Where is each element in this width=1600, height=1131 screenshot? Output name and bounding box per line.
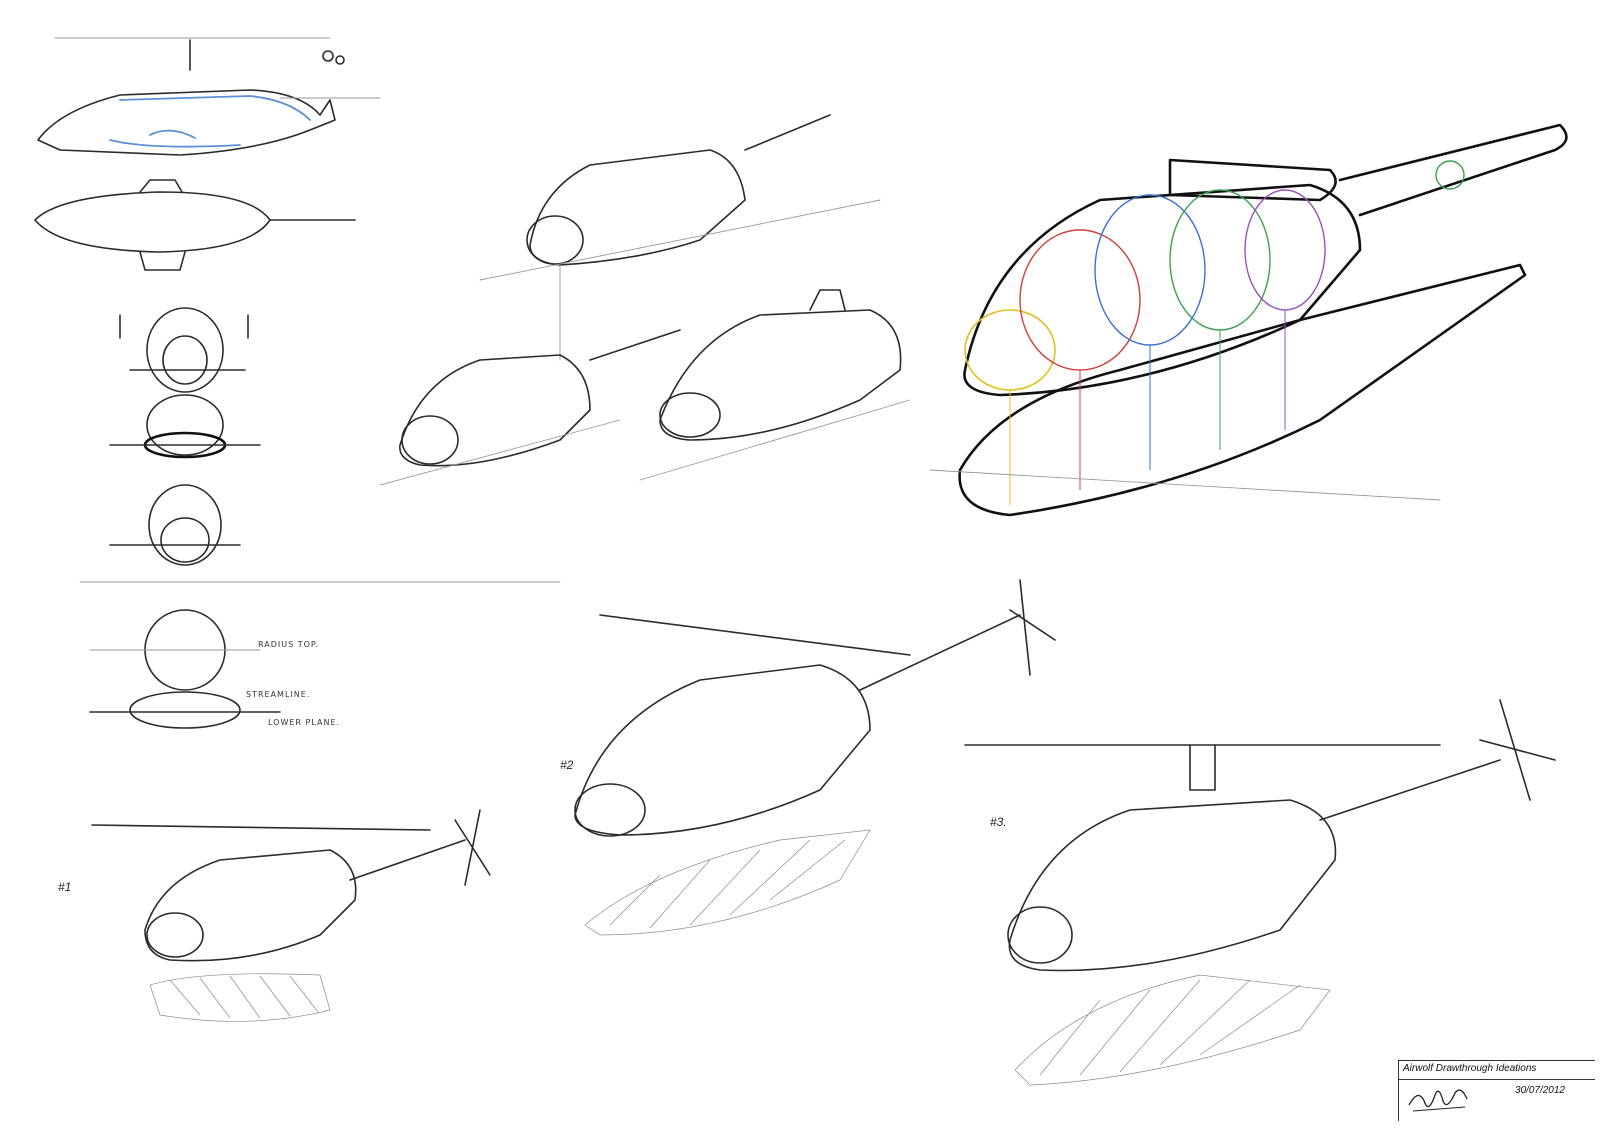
signature-mark [1408,1089,1468,1112]
concept-1-label: #1 [58,880,72,894]
title-block-title: Airwolf Drawthrough Ideations [1403,1063,1537,1074]
concept-2-drawing [574,579,1056,936]
perspective-study-left [379,329,681,486]
drawthrough-colored [929,123,1568,517]
title-block: Airwolf Drawthrough Ideations 30/07/2012 [1398,1060,1595,1121]
concept-2-label: #2 [560,758,574,772]
perspective-study-right [639,289,911,481]
top-view [34,179,356,271]
concept-1-drawing [91,809,491,1022]
side-view-colored [37,37,381,156]
front-views [79,307,561,729]
annotation-radius-top: RADIUS TOP. [258,640,320,649]
annotation-streamline: STREAMLINE. [246,690,311,699]
concept-3-label: #3. [990,815,1007,829]
concept-3-drawing [964,699,1556,1086]
title-block-date: 30/07/2012 [1514,1085,1565,1096]
title-block-header: Airwolf Drawthrough Ideations [1399,1061,1595,1080]
perspective-study-top [479,114,881,361]
annotation-lower-plane: LOWER PLANE. [268,718,341,727]
